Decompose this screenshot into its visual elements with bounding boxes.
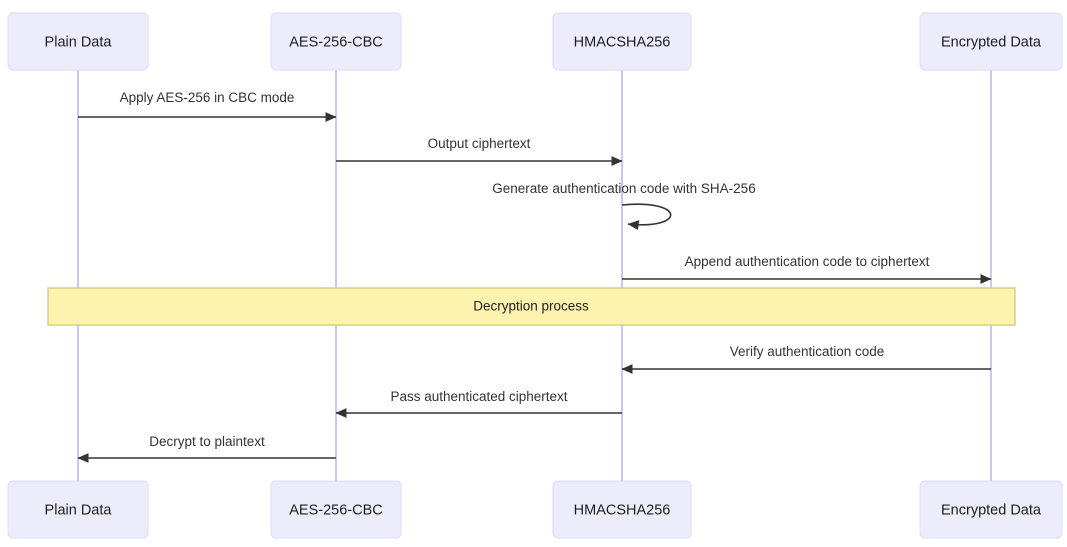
message-label: Apply AES-256 in CBC mode — [120, 90, 295, 105]
message-m7: Decrypt to plaintext — [77, 434, 336, 463]
participant-hmac-bottom[interactable]: HMACSHA256 — [552, 480, 692, 539]
participant-aes-bottom[interactable]: AES-256-CBC — [270, 480, 402, 539]
message-m5: Verify authentication code — [621, 344, 991, 374]
participant-plain-top[interactable]: Plain Data — [7, 12, 149, 71]
participant-hmac-top[interactable]: HMACSHA256 — [552, 12, 692, 71]
message-label: Pass authenticated ciphertext — [390, 389, 567, 404]
participant-label: HMACSHA256 — [574, 502, 671, 518]
message-m1: Apply AES-256 in CBC mode — [78, 90, 337, 122]
participant-label: Plain Data — [45, 502, 113, 518]
participant-aes-top[interactable]: AES-256-CBC — [270, 12, 402, 71]
message-label: Decrypt to plaintext — [149, 434, 265, 449]
participant-label: Encrypted Data — [941, 34, 1042, 50]
participant-box — [7, 12, 149, 71]
message-label: Output ciphertext — [428, 136, 531, 151]
fragment-band-b1: Decryption process — [47, 287, 1016, 326]
band-label: Decryption process — [473, 299, 589, 314]
message-label: Generate authentication code with SHA-25… — [492, 181, 755, 196]
message-m2: Output ciphertext — [336, 136, 623, 166]
participant-label: Encrypted Data — [941, 502, 1042, 518]
message-label: Verify authentication code — [730, 344, 885, 359]
participant-box — [919, 480, 1063, 539]
lifelines-group — [77, 70, 992, 481]
participant-box — [552, 12, 692, 71]
message-m3: Generate authentication code with SHA-25… — [492, 181, 756, 230]
participant-box — [270, 12, 402, 71]
band-rect — [47, 287, 1016, 326]
participant-box — [552, 480, 692, 539]
message-m4: Append authentication code to ciphertext — [622, 254, 992, 284]
participant-enc-top[interactable]: Encrypted Data — [919, 12, 1063, 71]
self-message-arrow — [621, 203, 672, 230]
fragment-bands-group: Decryption process — [47, 287, 1016, 326]
participant-box — [919, 12, 1063, 71]
message-label: Append authentication code to ciphertext — [685, 254, 930, 269]
participant-label: Plain Data — [45, 34, 113, 50]
message-m6: Pass authenticated ciphertext — [335, 389, 622, 418]
participant-box — [7, 480, 149, 539]
participant-label: AES-256-CBC — [289, 34, 382, 50]
participant-label: HMACSHA256 — [574, 34, 671, 50]
participant-label: AES-256-CBC — [289, 502, 382, 518]
participant-enc-bottom[interactable]: Encrypted Data — [919, 480, 1063, 539]
participant-box — [270, 480, 402, 539]
participant-plain-bottom[interactable]: Plain Data — [7, 480, 149, 539]
